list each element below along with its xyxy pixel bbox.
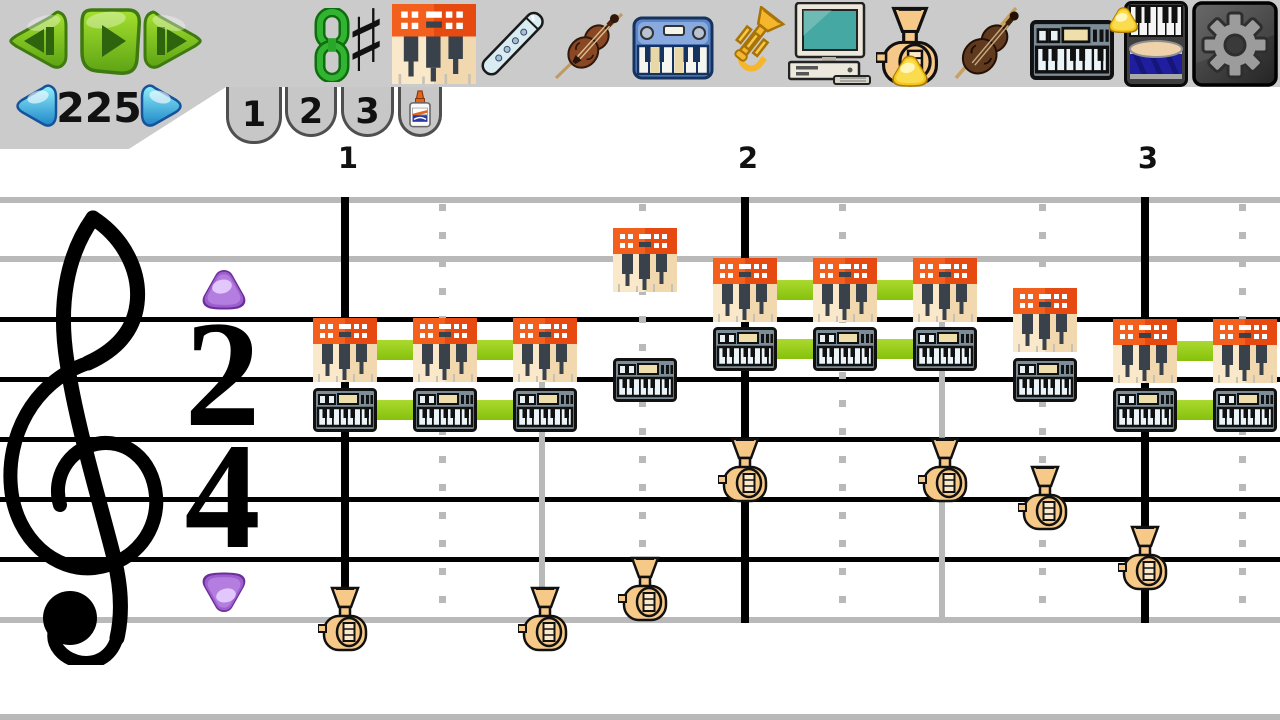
note-tuba[interactable] [717,437,772,503]
note-tuba[interactable] [1117,525,1172,591]
note-tuba[interactable] [317,586,372,652]
toolbar: ♯ [0,0,1280,87]
note-tuba[interactable] [917,437,972,503]
note-synth[interactable] [1213,388,1277,432]
note-piano[interactable] [713,258,777,322]
measure-number: 1 [337,141,359,175]
flute-icon [474,4,552,84]
tab-label: 1 [241,95,267,135]
lower-range-gem[interactable] [200,571,248,614]
drum-selection-gem[interactable] [1107,6,1140,34]
tab-page-3[interactable]: 3 [341,87,394,137]
violin-icon [548,6,632,84]
note-synth[interactable] [613,358,677,402]
chain-icon [313,6,351,84]
instrument-piano-button[interactable] [392,4,476,84]
skip-forward-icon [167,29,187,53]
computer-icon [787,1,872,86]
staff-line [0,197,1280,203]
note-piano[interactable] [913,258,977,322]
beat-guide-solid [539,318,545,617]
beat-guide-dotted [1039,204,1046,618]
note-piano[interactable] [513,318,577,382]
piano-icon [392,4,476,84]
drumbtn-icon [1124,1,1188,87]
tab-label: 2 [298,91,324,132]
tab-page-2[interactable]: 2 [285,87,337,137]
note-synth[interactable] [813,327,877,371]
note-synth[interactable] [713,327,777,371]
skip-back-button[interactable] [8,8,70,74]
tab-page-1[interactable]: 1 [226,87,282,144]
sharp-icon: ♯ [345,0,387,92]
beat-guide-dotted [639,204,646,618]
gem-yellow-icon [890,54,930,88]
sharp-tool-button[interactable]: ♯ [342,0,390,92]
note-piano[interactable] [1113,319,1177,383]
glue-icon [407,89,433,128]
tab-label: 3 [355,91,380,132]
play-button[interactable] [76,4,144,78]
synth-icon [1030,20,1114,80]
skip-forward-button[interactable] [141,8,203,74]
note-synth[interactable] [413,388,477,432]
note-synth[interactable] [513,388,577,432]
tab-glue[interactable] [398,87,442,137]
chain-tool-button[interactable] [313,6,351,84]
note-synth[interactable] [1013,358,1077,402]
note-piano[interactable] [1013,288,1077,352]
trumpet-icon [710,4,790,82]
beat-guide-dotted [839,204,846,618]
note-piano[interactable] [813,258,877,322]
staff-line [0,714,1280,720]
instrument-keyboard-button[interactable] [632,16,714,80]
note-synth[interactable] [313,388,377,432]
play-icon [102,25,126,57]
tempo-value: 225 [56,84,142,132]
instrument-computer-button[interactable] [787,1,872,86]
upper-range-gem[interactable] [200,268,248,311]
note-tuba[interactable] [617,556,672,622]
gem-yellow-icon [1107,6,1140,34]
skip-back-icon [46,27,54,55]
note-piano[interactable] [613,228,677,292]
instrument-cello-button[interactable] [946,4,1034,84]
note-piano[interactable] [413,318,477,382]
keyboard-icon [632,16,714,80]
tuba-selection-gem[interactable] [890,54,930,88]
instrument-violin-button[interactable] [548,6,632,84]
drum-mode-button-button[interactable] [1124,1,1188,87]
bar-line [741,197,749,623]
instrument-flute-button[interactable] [474,4,552,84]
note-tuba[interactable] [1017,465,1072,531]
note-piano[interactable] [1213,319,1277,383]
gear-icon [1192,1,1278,87]
treble-clef-icon [3,210,164,665]
settings-button-button[interactable] [1192,1,1278,87]
tempo-decrease-button[interactable] [16,82,58,130]
note-synth[interactable] [913,327,977,371]
measure-number: 2 [737,141,759,175]
note-piano[interactable] [313,318,377,382]
time-signature-top: 2 [184,290,261,458]
time-signature-bottom: 4 [184,412,261,580]
measure-number: 3 [1137,141,1159,175]
instrument-trumpet-button[interactable] [710,4,790,82]
cello-icon [946,4,1034,84]
note-synth[interactable] [1113,388,1177,432]
tempo-increase-button[interactable] [140,82,182,130]
note-tuba[interactable] [517,586,572,652]
instrument-synth-button[interactable] [1030,20,1114,80]
